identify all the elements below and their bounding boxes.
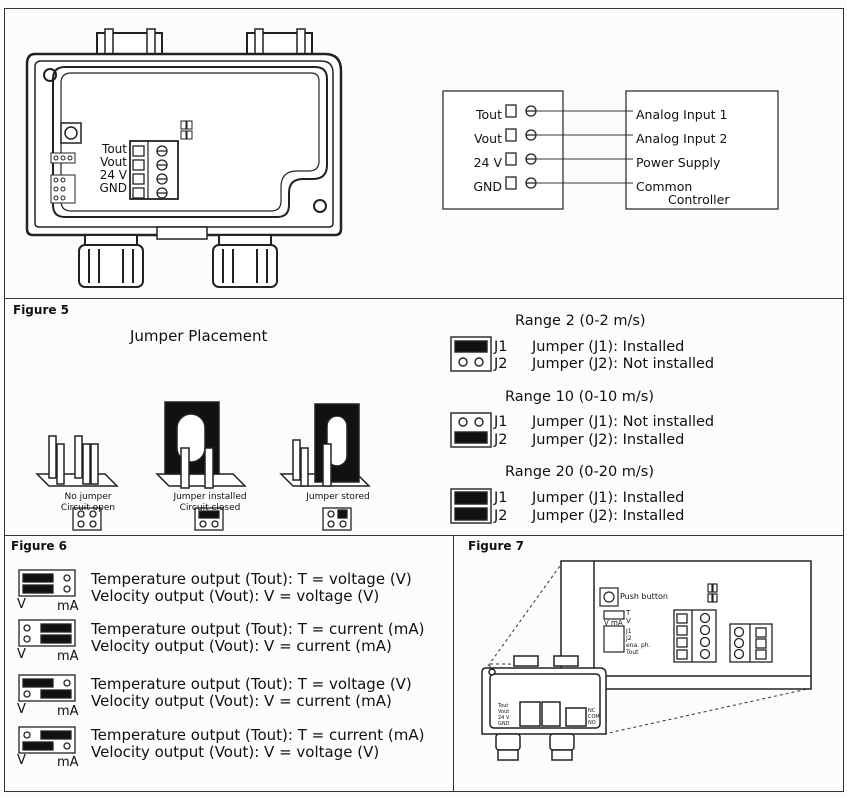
state-no-jumper-caption: No jumper Circuit open bbox=[60, 492, 116, 513]
range-10-j2-text: Jumper (J2): Installed bbox=[532, 432, 685, 448]
range-20-j1-text: Jumper (J1): Installed bbox=[532, 490, 685, 506]
wiring-label-tout: Tout bbox=[476, 107, 502, 122]
controller-power-supply: Power Supply bbox=[636, 155, 721, 170]
controller-analog-input-1: Analog Input 1 bbox=[636, 107, 728, 122]
row1-v-label: V bbox=[17, 597, 26, 612]
zoom-jumper-labels: T V bbox=[626, 609, 631, 625]
range-10-j2-label: J2 bbox=[494, 432, 508, 448]
device-label-gnd: GND bbox=[99, 181, 127, 195]
range-20-title: Range 20 (0-20 m/s) bbox=[505, 464, 655, 480]
row2-description: Temperature output (Tout): T = current (… bbox=[91, 620, 425, 655]
controller-input-labels: Analog Input 1 Analog Input 2 Power Supp… bbox=[636, 103, 727, 199]
state-jumper-installed-caption: Jumper installed Circuit closed bbox=[173, 492, 247, 513]
range-20-j1-label: J1 bbox=[494, 490, 508, 506]
row1-ma-label: mA bbox=[57, 599, 79, 614]
figure7-caption: Figure 7 bbox=[468, 539, 525, 553]
figure5-panel: Figure 5 Jumper Placement bbox=[4, 298, 844, 536]
row4-v-label: V bbox=[17, 753, 26, 768]
jumper-placement-title: Jumper Placement bbox=[130, 327, 268, 345]
range-10-j1-text: Jumper (J1): Not installed bbox=[532, 414, 715, 430]
state-jumper-stored-caption: Jumper stored bbox=[306, 492, 370, 502]
mini-relay-labels: NC COM NO bbox=[588, 708, 600, 726]
range-2-j1-label: J1 bbox=[494, 339, 508, 355]
controller-common: Common bbox=[636, 179, 693, 194]
push-button-label: Push button bbox=[620, 592, 668, 601]
wiring-label-24v: 24 V bbox=[473, 155, 502, 170]
figure6-caption: Figure 6 bbox=[11, 539, 68, 553]
output-switch-icons bbox=[18, 569, 76, 754]
range-10-title: Range 10 (0-10 m/s) bbox=[505, 389, 655, 405]
row1-description: Temperature output (Tout): T = voltage (… bbox=[91, 570, 412, 605]
controller-analog-input-2: Analog Input 2 bbox=[636, 131, 728, 146]
range-2-title: Range 2 (0-2 m/s) bbox=[515, 313, 646, 329]
wiring-terminal-labels: Tout Vout 24 V GND bbox=[450, 103, 502, 199]
range-2-j2-text: Jumper (J2): Not installed bbox=[532, 356, 715, 372]
device-terminal-labels: Tout Vout 24 V GND bbox=[87, 143, 127, 195]
zoom-v-ma-labels: V mA bbox=[604, 619, 623, 627]
device-label-vout: Vout bbox=[100, 155, 127, 169]
range-2-j1-text: Jumper (J1): Installed bbox=[532, 339, 685, 355]
figure5-caption: Figure 5 bbox=[13, 303, 70, 317]
row4-description: Temperature output (Tout): T = current (… bbox=[91, 726, 425, 761]
figure7-panel: Figure 7 bbox=[453, 535, 844, 792]
wiring-diagram bbox=[442, 90, 779, 210]
range-20-j2-text: Jumper (J2): Installed bbox=[532, 508, 685, 524]
row2-v-label: V bbox=[17, 647, 26, 662]
jumper-placement-illustrations bbox=[35, 401, 371, 531]
row3-v-label: V bbox=[17, 702, 26, 717]
range-10-j1-label: J1 bbox=[494, 414, 508, 430]
device-label-tout: Tout bbox=[102, 142, 127, 156]
controller-label: Controller bbox=[668, 192, 730, 207]
top-panel: Tout Vout 24 V GND Tout Vout 24 V GN bbox=[4, 8, 844, 299]
device-enclosure-drawing bbox=[25, 28, 343, 288]
mini-terminal-labels: Tout Vout 24 V GND bbox=[498, 703, 510, 727]
range-2-j2-label: J2 bbox=[494, 356, 508, 372]
figure7-zoom-illustration bbox=[481, 560, 813, 761]
wiring-label-vout: Vout bbox=[473, 131, 502, 146]
row2-ma-label: mA bbox=[57, 649, 79, 664]
zoom-range-labels: J1 J2 ena. ph. Tout bbox=[626, 628, 651, 656]
range-jumper-icons bbox=[450, 336, 492, 524]
row4-ma-label: mA bbox=[57, 755, 79, 770]
range-20-j2-label: J2 bbox=[494, 508, 508, 524]
figure6-panel: Figure 6 V mA bbox=[4, 535, 454, 792]
row3-description: Temperature output (Tout): T = voltage (… bbox=[91, 675, 412, 710]
row3-ma-label: mA bbox=[57, 704, 79, 719]
device-label-24v: 24 V bbox=[99, 168, 127, 182]
wiring-label-gnd: GND bbox=[473, 179, 502, 194]
